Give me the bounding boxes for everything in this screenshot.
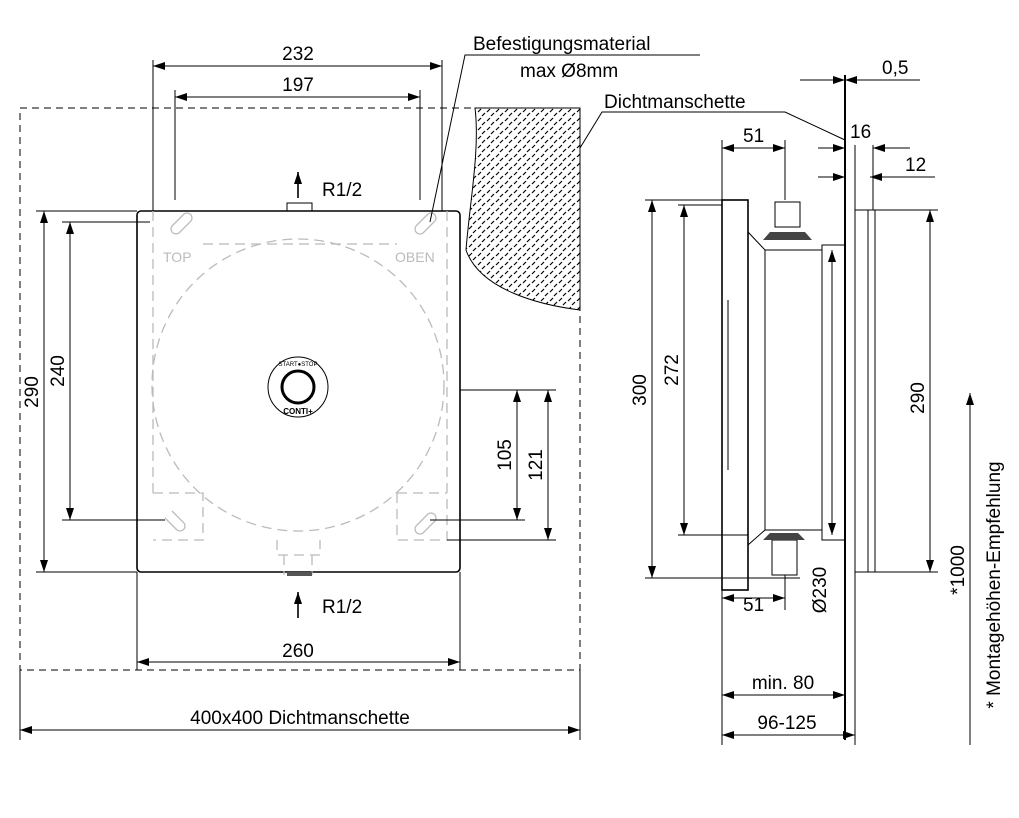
height-note: * Montagehöhen-Empfehlung	[984, 461, 1005, 708]
dim-0-5: 0,5	[882, 58, 908, 79]
dim-290: 290	[22, 376, 43, 408]
fastening-slots	[164, 212, 437, 535]
front-view: TOP OBEN START●STOP CONTI+ R1/2 R1/2 232…	[19, 34, 700, 740]
bottom-connection-label: R1/2	[322, 597, 362, 618]
dim-240: 240	[48, 355, 69, 387]
bottom-connector-outline	[276, 540, 321, 575]
box-front	[721, 199, 749, 591]
bottom-connector-side	[771, 539, 798, 576]
dim-197: 197	[282, 75, 314, 96]
dim-290-side: 290	[908, 382, 929, 414]
dim-16: 16	[850, 122, 871, 143]
dim-min-80: min. 80	[752, 673, 814, 694]
label-top: TOP	[163, 249, 192, 265]
fastening-size-label: max Ø8mm	[520, 61, 618, 82]
wall-hatch	[465, 107, 581, 311]
dim-96-125: 96-125	[757, 713, 816, 734]
svg-text:CONTI+: CONTI+	[283, 407, 313, 416]
mounting-outline	[152, 211, 448, 541]
svg-text:START●STOP: START●STOP	[279, 362, 318, 368]
bottom-connector	[287, 572, 312, 576]
top-connection-label: R1/2	[322, 180, 362, 201]
dim-272: 272	[662, 354, 683, 386]
seal-circle	[151, 238, 445, 532]
dim-51-top: 51	[743, 126, 764, 147]
box-body	[136, 210, 461, 573]
start-stop-button: START●STOP CONTI+	[267, 356, 329, 418]
label-oben: OBEN	[395, 249, 435, 265]
seal-size-label: 400x400 Dichtmanschette	[190, 708, 410, 729]
dim-12: 12	[905, 155, 926, 176]
dim-300: 300	[630, 374, 651, 406]
dim-1000: *1000	[948, 545, 969, 595]
seal-outline-400	[19, 107, 581, 671]
side-view: Dichtmanschette 0,5 51 16 12 300 272 290	[579, 58, 1005, 745]
dim-105: 105	[495, 439, 516, 471]
dim-51-bottom: 51	[743, 595, 764, 616]
dim-121: 121	[526, 449, 547, 481]
top-connector	[286, 202, 313, 212]
seal-label: Dichtmanschette	[604, 92, 746, 113]
dim-232: 232	[282, 44, 314, 65]
fastening-label: Befestigungsmaterial	[473, 34, 650, 55]
cover-plate	[854, 209, 876, 573]
dim-230: Ø230	[810, 567, 831, 613]
top-connector-side	[774, 201, 801, 228]
dim-260: 260	[282, 641, 314, 662]
